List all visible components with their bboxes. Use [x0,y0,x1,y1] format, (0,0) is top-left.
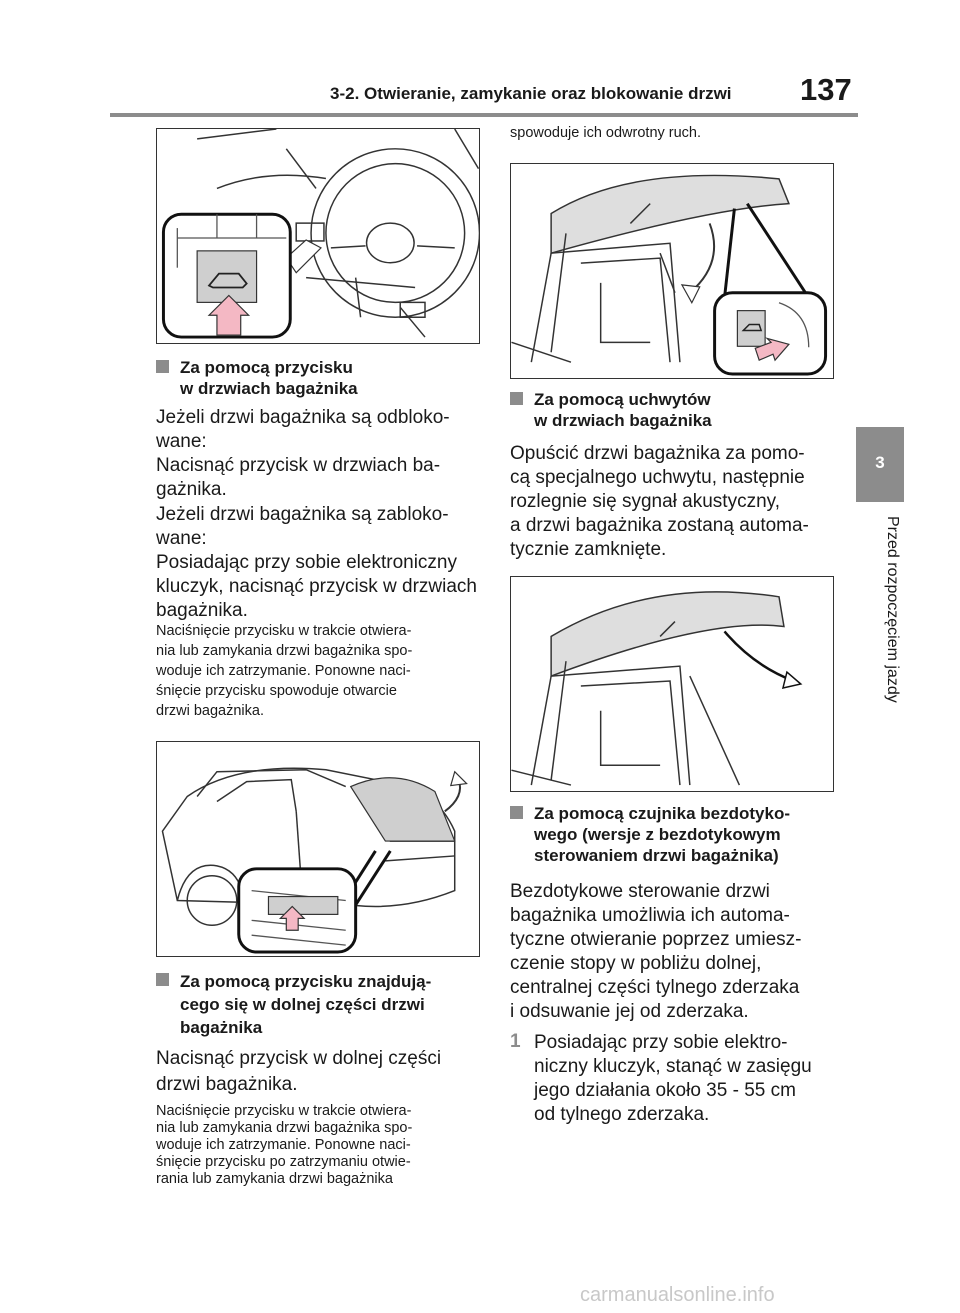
chapter-label: Przed rozpoczęciem jazdy [884,516,901,703]
paragraph-kick-sensor: Bezdotykowe sterowanie drzwi bagażnika u… [510,881,802,1022]
rear-car-illustration [161,767,468,954]
continuation-text: spowoduje ich odwrotny ruch. [510,125,702,141]
square-bullet-icon [156,360,169,373]
heading-handle: Za pomocą uchwytów w drzwiach bagażnika [510,389,840,433]
rear-button-figure [156,741,480,957]
chapter-tab: 3 [856,427,904,502]
heading-tailgate-button: Za pomocą przycisku w drzwiach bagażnika [156,357,486,401]
watermark: carmanualsonline.info [580,1284,775,1306]
heading-kick-sensor: Za pomocą czujnika bezdotyko- wego (wers… [510,803,850,869]
tailgate-closing-illustration [511,591,803,786]
paragraph-handle: Opuścić drzwi bagażnika za pomo- cą spec… [510,443,809,560]
page-number: 137 [800,72,852,107]
square-bullet-icon [156,973,169,986]
paragraph-unlocked: Jeżeli drzwi bagażnika są odbloko- wane:… [156,407,450,500]
header-divider [110,113,858,117]
square-bullet-icon [510,806,523,819]
section-title: 3-2. Otwieranie, zamykanie oraz blokowan… [330,84,732,103]
tailgate-handle-illustration [511,174,828,376]
heading-lower-button: Za pomocą przycisku znajdują- cego się w… [156,970,496,1037]
step-number: 1 [510,1031,521,1052]
note-tailgate-button: Naciśnięcie przycisku w trakcie otwiera-… [156,623,413,719]
dashboard-illustration [161,129,479,339]
chapter-number: 3 [875,453,885,472]
paragraph-locked: Jeżeli drzwi bagażnika są zabloko- wane:… [156,504,477,621]
closing-figure [510,576,834,792]
dashboard-button-figure [156,128,480,344]
paragraph-lower-button: Nacisnąć przycisk w dolnej części drzwi … [156,1048,442,1095]
square-bullet-icon [510,392,523,405]
handle-figure [510,163,834,379]
step-text: Posiadając przy sobie elektro- niczny kl… [534,1032,812,1125]
note-lower-button: Naciśnięcie przycisku w trakcie otwiera-… [156,1103,413,1187]
